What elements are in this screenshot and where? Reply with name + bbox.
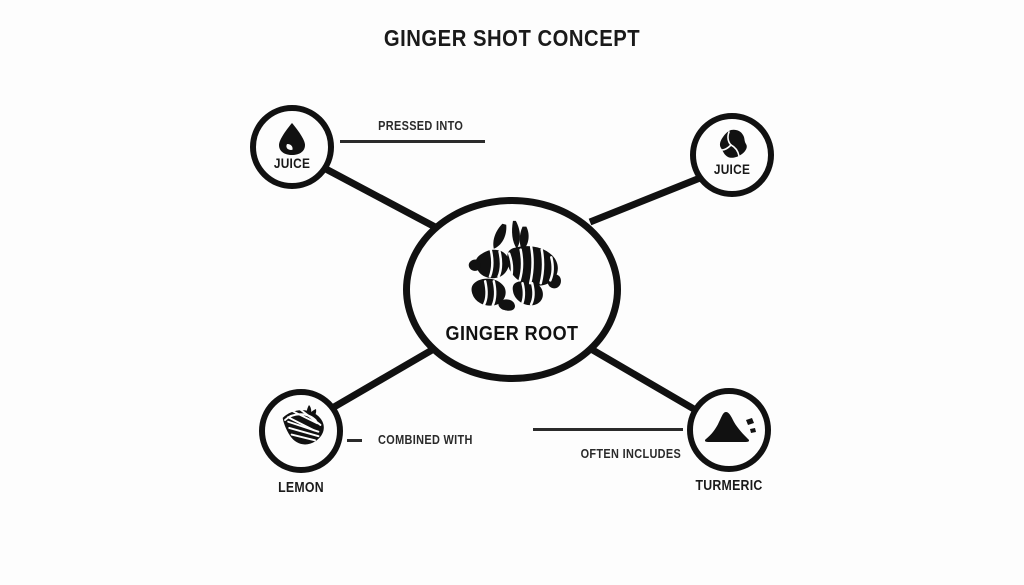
node-label: JUICE <box>273 155 311 171</box>
edge-label-text: COMBINED WITH <box>378 432 473 447</box>
edge-label-text: OFTEN INCLUDES <box>580 446 682 461</box>
edge-label-text: PRESSED INTO <box>378 118 464 133</box>
connector-center-to-lemon <box>320 346 434 418</box>
center-circle <box>403 197 621 382</box>
ginger-root-icon <box>459 219 565 311</box>
ginger-piece-icon <box>718 129 748 160</box>
node-turmeric[interactable]: TURMERIC <box>687 388 771 494</box>
edge-label-rule <box>340 140 485 143</box>
node-circle <box>687 388 771 472</box>
center-label: GINGER ROOT <box>445 323 579 345</box>
connector-center-to-juice-top-right <box>588 174 702 226</box>
water-droplet-icon <box>277 122 307 156</box>
node-label: TURMERIC <box>695 478 763 494</box>
edge-label-rule <box>533 428 683 431</box>
turmeric-powder-icon <box>704 410 756 448</box>
edge-label-dash <box>347 439 362 442</box>
node-ginger-root[interactable]: GINGER ROOT <box>403 197 621 382</box>
node-lemon[interactable]: LEMON <box>259 389 343 496</box>
node-circle <box>690 113 774 197</box>
node-juice-top-left[interactable]: JUICE <box>250 105 334 189</box>
node-label: LEMON <box>278 480 324 496</box>
page-title: GINGER SHOT CONCEPT <box>383 25 641 51</box>
connector-center-to-juice-top-left <box>322 164 439 232</box>
node-label: JUICE <box>713 161 751 177</box>
node-juice-top-right[interactable]: JUICE <box>690 113 774 197</box>
lemon-wedge-icon <box>275 403 327 453</box>
connector-center-to-turmeric <box>589 345 701 416</box>
